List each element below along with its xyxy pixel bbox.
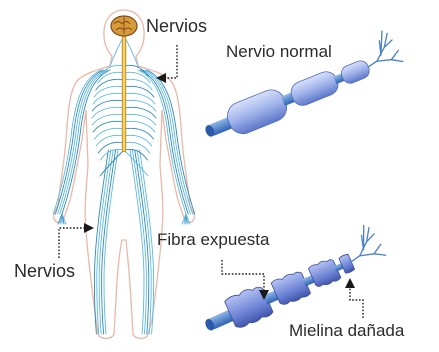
- human-body-nervous-system: [53, 10, 195, 339]
- label-nervio-normal: Nervio normal: [226, 43, 332, 60]
- arrowhead-mielina-danada: [345, 278, 355, 288]
- pointer-nervios-top: [165, 45, 177, 78]
- label-fibra-expuesta: Fibra expuesta: [157, 231, 269, 248]
- pointer-fibra-expuesta: [222, 260, 264, 290]
- label-nervios-bottom: Nervios: [14, 262, 75, 280]
- pointer-mielina-danada: [350, 288, 363, 318]
- label-nervios-top: Nervios: [146, 17, 207, 35]
- label-mielina-danada: Mielina dañada: [289, 322, 404, 339]
- pointer-nervios-bottom: [59, 228, 84, 258]
- brain-icon: [111, 16, 137, 36]
